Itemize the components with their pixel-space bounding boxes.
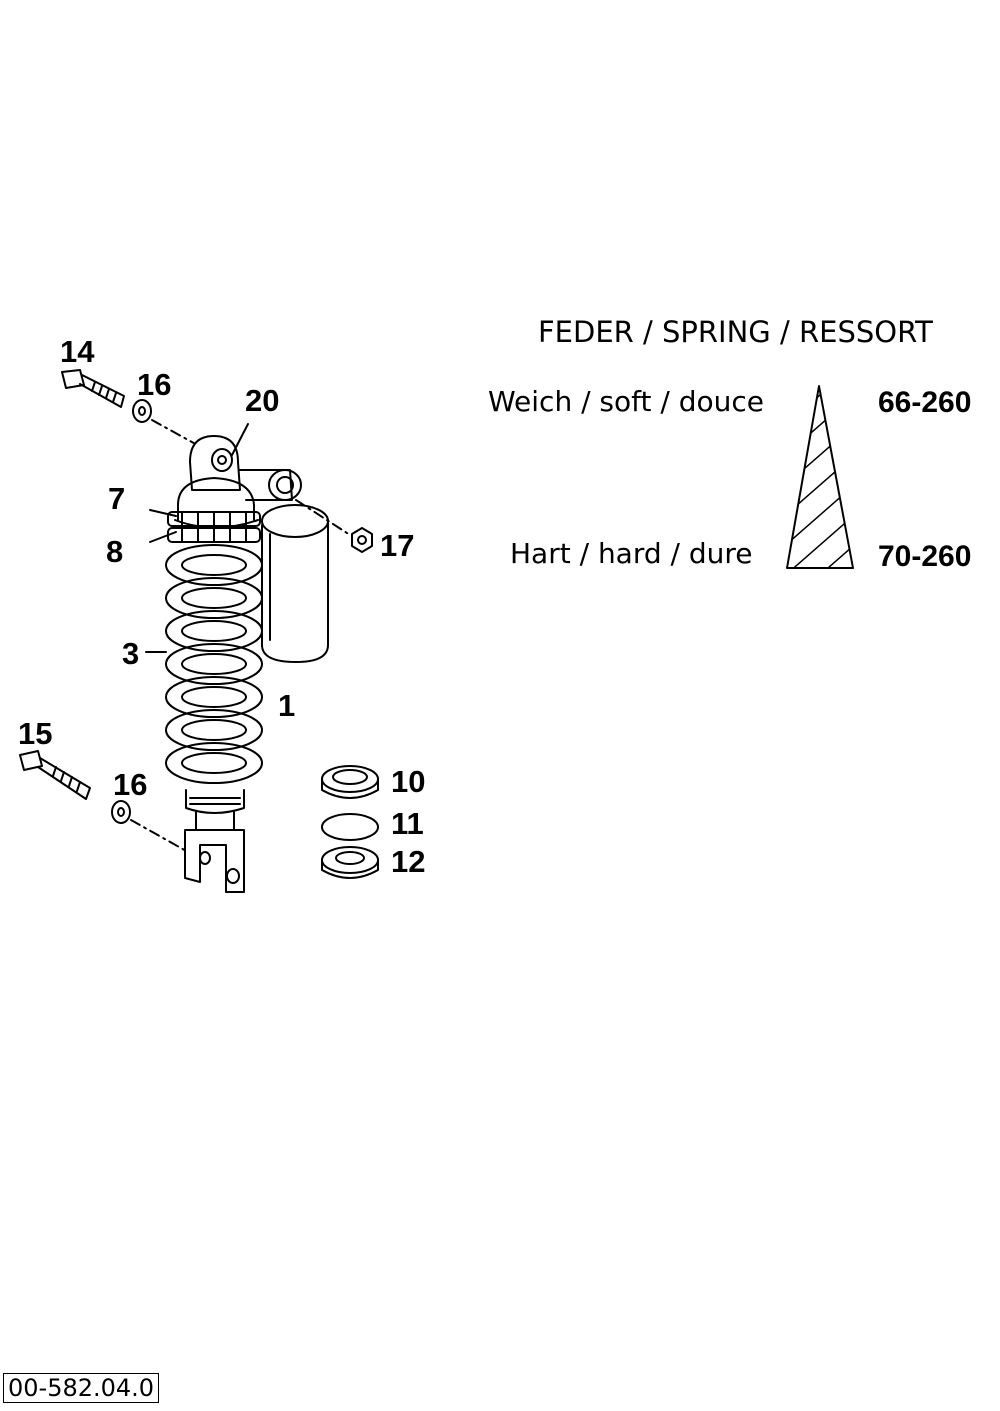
callout-16-bottom: 16 <box>113 767 148 802</box>
callout-1: 1 <box>278 688 296 723</box>
hard-spring-value: 70-260 <box>878 540 972 573</box>
spring-rate-triangle <box>786 385 854 569</box>
lower-collar <box>185 789 245 831</box>
coil-spring <box>165 544 263 784</box>
reservoir <box>235 469 329 663</box>
bolt-14 <box>61 369 125 408</box>
washer-16-bottom <box>111 800 131 824</box>
callout-20: 20 <box>245 383 280 418</box>
washer-10 <box>321 765 379 799</box>
washer-12 <box>321 846 379 879</box>
bolt-15 <box>19 750 91 800</box>
soft-spring-label: Weich / soft / douce <box>488 385 764 418</box>
spring-table-title: FEDER / SPRING / RESSORT <box>538 315 933 349</box>
callout-11: 11 <box>391 806 424 841</box>
soft-spring-value: 66-260 <box>878 386 972 419</box>
hard-spring-label: Hart / hard / dure <box>510 537 753 570</box>
callout-14: 14 <box>60 334 95 369</box>
callout-15: 15 <box>18 716 53 751</box>
washer-16-top <box>132 399 152 423</box>
callout-12: 12 <box>391 844 426 879</box>
callout-8: 8 <box>106 534 124 569</box>
bottom-clevis <box>184 829 245 893</box>
callout-3: 3 <box>122 636 140 671</box>
callout-10: 10 <box>391 764 426 799</box>
callout-17: 17 <box>380 528 415 563</box>
callout-7: 7 <box>108 481 126 516</box>
diagram-code: 00-582.04.0 <box>3 1373 160 1403</box>
callout-16-top: 16 <box>137 367 172 402</box>
washer-11 <box>321 813 379 841</box>
adjuster-rings <box>167 511 261 543</box>
nut-17 <box>351 527 373 553</box>
